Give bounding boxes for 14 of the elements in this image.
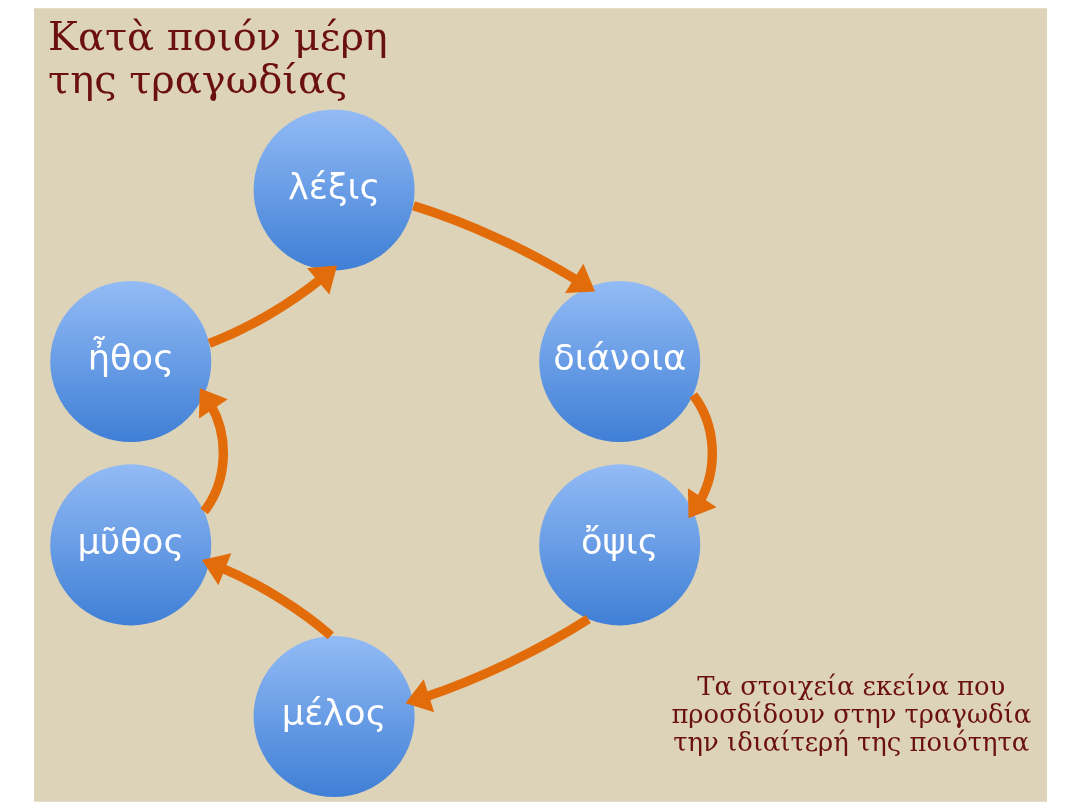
node-circle: λέξις [253, 109, 415, 271]
label: Τα στοιχεία εκείνα που προσδίδουν στην τραγωδία την ιδιαίτερή της ποιότητα [670, 670, 1031, 758]
diagram-title: Κατὰ ποιόν μέρη της τραγωδίας [47, 12, 388, 103]
arrow [198, 388, 228, 515]
node-circle: ἦθος [49, 281, 211, 443]
arrow [687, 392, 717, 519]
arrow [404, 615, 591, 713]
arrow [201, 553, 334, 640]
node-circle: μέλος [253, 635, 415, 797]
node-circle: ὄψις [538, 464, 700, 626]
arrow [207, 265, 337, 348]
arrow [411, 201, 595, 294]
node-circle: διάνοια [538, 281, 700, 443]
node-circle: μῦθος [49, 464, 211, 626]
